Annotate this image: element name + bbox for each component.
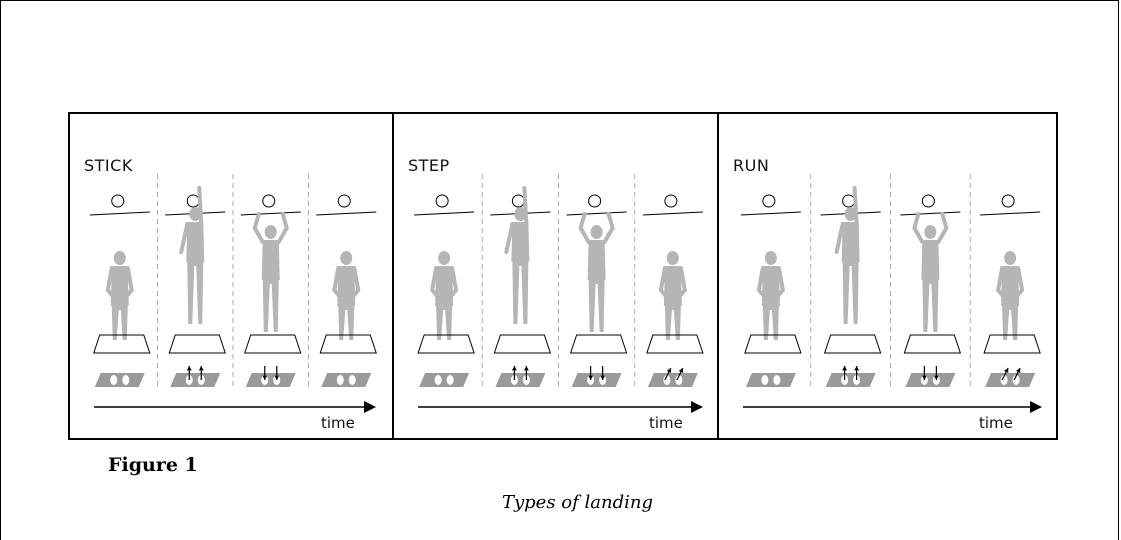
ball-icon — [762, 194, 776, 208]
net-line — [414, 211, 475, 216]
foot-arrow — [588, 366, 594, 380]
foot-pad — [419, 373, 470, 387]
ball-icon — [111, 194, 125, 208]
net-line — [642, 211, 703, 216]
athlete-silhouette — [834, 186, 860, 324]
foot-arrow — [511, 366, 517, 380]
landing-mat — [983, 334, 1041, 354]
foot-arrow — [600, 366, 606, 380]
ball-icon — [435, 194, 449, 208]
panel-illustration — [740, 174, 1042, 413]
foot-pad — [985, 373, 1036, 387]
foot-arrow — [664, 367, 672, 381]
foot-arrow — [198, 366, 204, 380]
figure-subcaption-row: Types of landing — [0, 492, 1121, 513]
ball-icon — [588, 194, 602, 208]
landing-mat — [903, 334, 962, 354]
foot-pad — [647, 373, 698, 387]
ball-icon — [1001, 194, 1015, 208]
landing-mat — [493, 334, 552, 354]
panel-title: STEP — [408, 156, 450, 175]
foot-arrow — [262, 366, 268, 380]
time-axis-arrow — [743, 401, 1042, 413]
landing-mat — [646, 334, 704, 354]
foot-arrow — [933, 366, 939, 380]
foot-arrow — [842, 366, 848, 380]
athlete-silhouette — [429, 251, 459, 340]
foot-arrow — [854, 366, 860, 380]
net-line — [316, 211, 377, 216]
foot-arrow — [274, 366, 280, 380]
landing-mat — [823, 334, 882, 354]
ball-icon — [921, 194, 935, 208]
athlete-silhouette — [179, 186, 205, 324]
athlete-silhouette — [658, 251, 688, 340]
foot-arrow — [921, 366, 927, 380]
net-line — [240, 211, 301, 216]
net-line — [566, 211, 627, 216]
athlete-silhouette — [912, 212, 949, 332]
net-line — [740, 211, 801, 216]
net-line — [980, 211, 1041, 216]
ball-icon — [511, 194, 525, 208]
foot-pad — [571, 373, 622, 387]
foot-pad — [495, 373, 546, 387]
landing-mat — [744, 334, 802, 354]
ball-icon — [664, 194, 678, 208]
foot-pad — [94, 373, 145, 387]
athlete-silhouette — [578, 212, 615, 332]
foot-arrow — [523, 366, 529, 380]
foot-pad — [170, 373, 221, 387]
ball-icon — [186, 194, 200, 208]
time-label: time — [321, 414, 355, 432]
ball-icon — [842, 194, 856, 208]
figure-caption: Figure 1 — [108, 454, 198, 476]
foot-arrow — [186, 366, 192, 380]
athlete-silhouette — [252, 212, 289, 332]
figure-box: STICK time STEP time RUN time — [68, 112, 1058, 440]
time-axis-arrow — [94, 401, 376, 413]
athlete-silhouette — [332, 251, 361, 340]
landing-mat — [244, 334, 302, 354]
panel-run: RUN time — [717, 114, 1058, 438]
athlete-silhouette — [504, 186, 530, 324]
foot-pad — [321, 373, 372, 387]
landing-mat — [569, 334, 628, 354]
landing-mat — [417, 334, 475, 354]
panel-step: STEP time — [392, 114, 719, 438]
ball-icon — [337, 194, 351, 208]
foot-pad — [825, 373, 876, 387]
net-line — [900, 211, 961, 216]
panel-stick: STICK time — [70, 114, 392, 438]
panel-illustration — [414, 174, 704, 413]
panel-illustration — [89, 174, 377, 413]
athlete-silhouette — [105, 251, 134, 340]
landing-mat — [168, 334, 226, 354]
figure-subcaption: Types of landing — [501, 492, 653, 513]
foot-arrow — [1001, 367, 1009, 381]
time-label: time — [649, 414, 683, 432]
time-label: time — [979, 414, 1013, 432]
foot-pad — [245, 373, 296, 387]
landing-mat — [319, 334, 377, 354]
ball-icon — [262, 194, 276, 208]
foot-pad — [905, 373, 956, 387]
athlete-silhouette — [756, 251, 786, 340]
athlete-silhouette — [995, 251, 1025, 340]
panel-title: RUN — [733, 156, 770, 175]
foot-arrow — [1013, 367, 1021, 381]
panel-title: STICK — [84, 156, 133, 175]
landing-mat — [93, 334, 151, 354]
time-axis-arrow — [418, 401, 703, 413]
foot-pad — [745, 373, 796, 387]
foot-arrow — [676, 367, 684, 381]
net-line — [89, 211, 150, 216]
